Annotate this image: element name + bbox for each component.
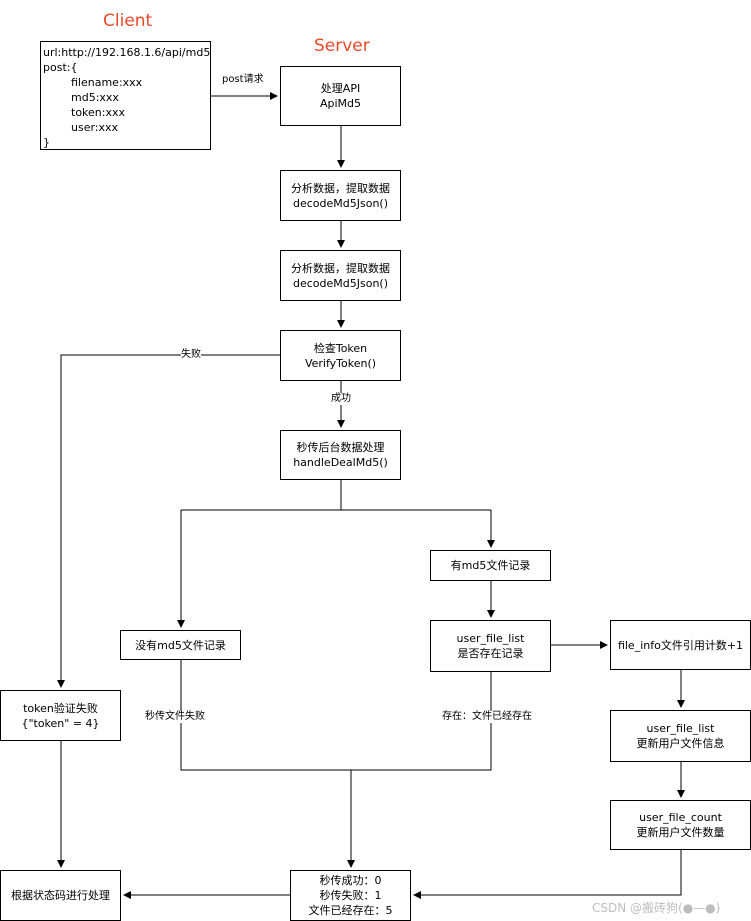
edge-fail: [57, 354, 280, 688]
node-label: ApiMd5: [319, 97, 362, 110]
node-check-token: 检查Token VerifyToken(): [280, 330, 401, 381]
edge-ufc-to-status: [413, 850, 682, 899]
node-token-fail: token验证失败 {"token" = 4}: [0, 690, 121, 741]
node-user-file-count-update: user_file_count 更新用户文件数量: [610, 800, 751, 850]
node-label: decodeMd5Json(): [292, 196, 388, 210]
watermark: CSDN @搬砖狗(●—●): [592, 901, 721, 915]
server-header: Server: [314, 36, 370, 56]
node-parse-data-1: 分析数据，提取数据 decodeMd5Json(): [280, 170, 401, 221]
client-line: md5:xxx: [71, 91, 119, 104]
edge-label-success: 成功: [331, 393, 351, 405]
node-file-info-increment: file_info文件引用计数+1: [610, 620, 751, 670]
node-no-md5-record: 没有md5文件记录: [120, 630, 241, 660]
node-label: 分析数据，提取数据: [291, 181, 390, 195]
node-label: 分析数据，提取数据: [291, 261, 390, 275]
node-label: handleDealMd5(): [293, 456, 388, 469]
edge-label-instant-fail: 秒传文件失败: [145, 711, 205, 723]
node-label: user_file_count: [639, 811, 722, 824]
client-line: token:xxx: [71, 106, 125, 119]
node-label: decodeMd5Json(): [292, 276, 388, 290]
node-handle-by-status: 根据状态码进行处理: [0, 870, 121, 921]
node-user-file-list-check: user_file_list 是否存在记录: [430, 620, 551, 672]
client-request-box: url:http://192.168.1.6/api/md5 post:{ fi…: [40, 41, 211, 150]
node-parse-data-2: 分析数据，提取数据 decodeMd5Json(): [280, 250, 401, 301]
node-has-md5-record: 有md5文件记录: [430, 550, 551, 581]
node-user-file-list-update: user_file_list 更新用户文件信息: [610, 710, 751, 762]
node-label: 更新用户文件数量: [636, 826, 725, 839]
node-label: 检查Token: [313, 341, 368, 355]
client-line: user:xxx: [71, 121, 119, 134]
node-label: 文件已经存在：5: [308, 904, 393, 917]
node-label: VerifyToken(): [304, 356, 377, 370]
node-status-codes: 秒传成功：0 秒传失败：1 文件已经存在：5: [290, 870, 411, 921]
node-label: user_file_list: [646, 722, 715, 735]
node-handle-md5: 秒传后台数据处理 handleDealMd5(): [280, 430, 401, 480]
client-line: }: [43, 136, 50, 149]
node-label: 有md5文件记录: [450, 559, 531, 572]
node-label: file_info文件引用计数+1: [617, 638, 744, 652]
node-label: 处理API: [320, 82, 361, 95]
node-label: 根据状态码进行处理: [11, 889, 110, 902]
edge-label-post-request: post请求: [222, 74, 264, 86]
node-label: user_file_list: [456, 632, 525, 645]
node-label: {"token" = 4}: [21, 716, 100, 730]
node-label: 没有md5文件记录: [135, 638, 226, 652]
node-label: 秒传后台数据处理: [296, 441, 385, 454]
node-label: 更新用户文件信息: [636, 737, 725, 750]
client-line: filename:xxx: [71, 76, 143, 89]
node-handle-api: 处理API ApiMd5: [280, 66, 401, 126]
node-label: 秒传失败：1: [319, 889, 382, 902]
node-label: 秒传成功：0: [319, 874, 382, 887]
edge-label-exists: 存在：文件已经存在: [442, 711, 532, 723]
edge-merge: [180, 660, 492, 867]
client-line: post:{: [43, 61, 78, 74]
edge-handle-split: [181, 480, 491, 511]
client-line: url:http://192.168.1.6/api/md5: [43, 46, 211, 59]
client-header: Client: [103, 11, 153, 31]
node-label: 是否存在记录: [457, 647, 524, 660]
node-label: token验证失败: [23, 701, 98, 715]
edge-label-fail: 失败: [181, 349, 201, 361]
